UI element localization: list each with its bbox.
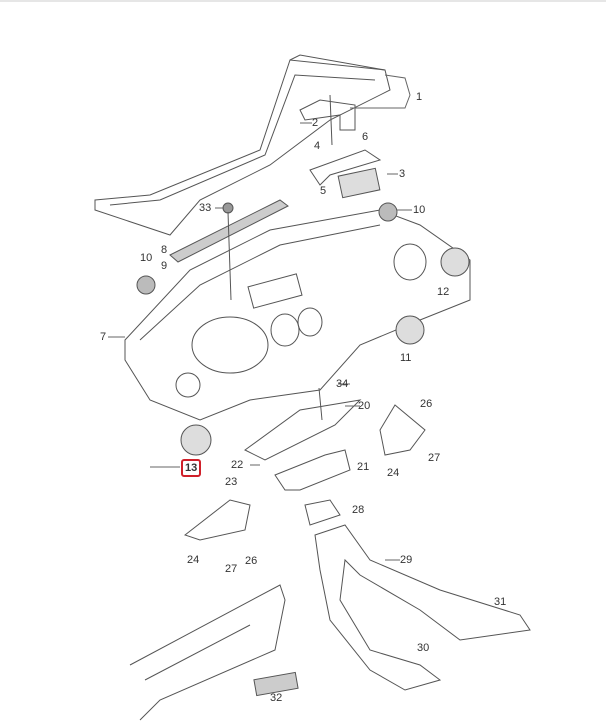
- callout-2: 2: [312, 117, 319, 129]
- callout-30: 30: [417, 642, 430, 654]
- callout-31: 31: [494, 596, 507, 608]
- bracket-part-1: [299, 94, 356, 146]
- callout-24-left: 24: [187, 554, 200, 566]
- callout-1: 1: [416, 91, 423, 103]
- callout-21: 21: [357, 461, 370, 473]
- callout-7: 7: [100, 331, 107, 343]
- callout-9: 9: [161, 260, 168, 272]
- callout-3: 3: [399, 168, 406, 180]
- top-divider: [0, 0, 606, 2]
- callout-20: 20: [358, 400, 371, 412]
- callout-10-left: 10: [140, 252, 153, 264]
- callout-26-left: 26: [245, 555, 258, 567]
- callout-22: 22: [231, 459, 244, 471]
- callout-33: 33: [199, 202, 212, 214]
- vent-part-3-4: [309, 149, 382, 199]
- callout-11: 11: [400, 352, 412, 364]
- floor-panel-32: [129, 584, 299, 721]
- callout-12: 12: [437, 286, 450, 298]
- vent-grilles: [136, 202, 470, 456]
- callout-23: 23: [225, 476, 238, 488]
- callout-8: 8: [161, 244, 168, 256]
- callout-26-right: 26: [420, 398, 433, 410]
- callout-4: 4: [314, 140, 321, 152]
- windshield-cowl-panel: [94, 54, 391, 236]
- callout-34: 34: [336, 378, 349, 390]
- callout-28: 28: [352, 504, 365, 516]
- defrost-strip-33: [169, 199, 289, 301]
- dashboard-panel: [124, 209, 471, 421]
- callout-27-left: 27: [225, 563, 238, 575]
- leader-lines: [108, 74, 412, 561]
- callout-27-right: 27: [428, 452, 441, 464]
- callout-24-right: 24: [387, 467, 400, 479]
- floor-ducts-28-29-30-31: [304, 499, 531, 691]
- callout-10-right: 10: [413, 204, 426, 216]
- air-duct-20-21: [244, 387, 362, 491]
- callout-29: 29: [400, 554, 413, 566]
- callout-13-highlighted[interactable]: 13: [181, 459, 202, 477]
- callout-32: 32: [270, 692, 283, 704]
- callout-6: 6: [362, 131, 369, 143]
- side-ducts-24: [183, 404, 426, 541]
- callout-5: 5: [320, 185, 327, 197]
